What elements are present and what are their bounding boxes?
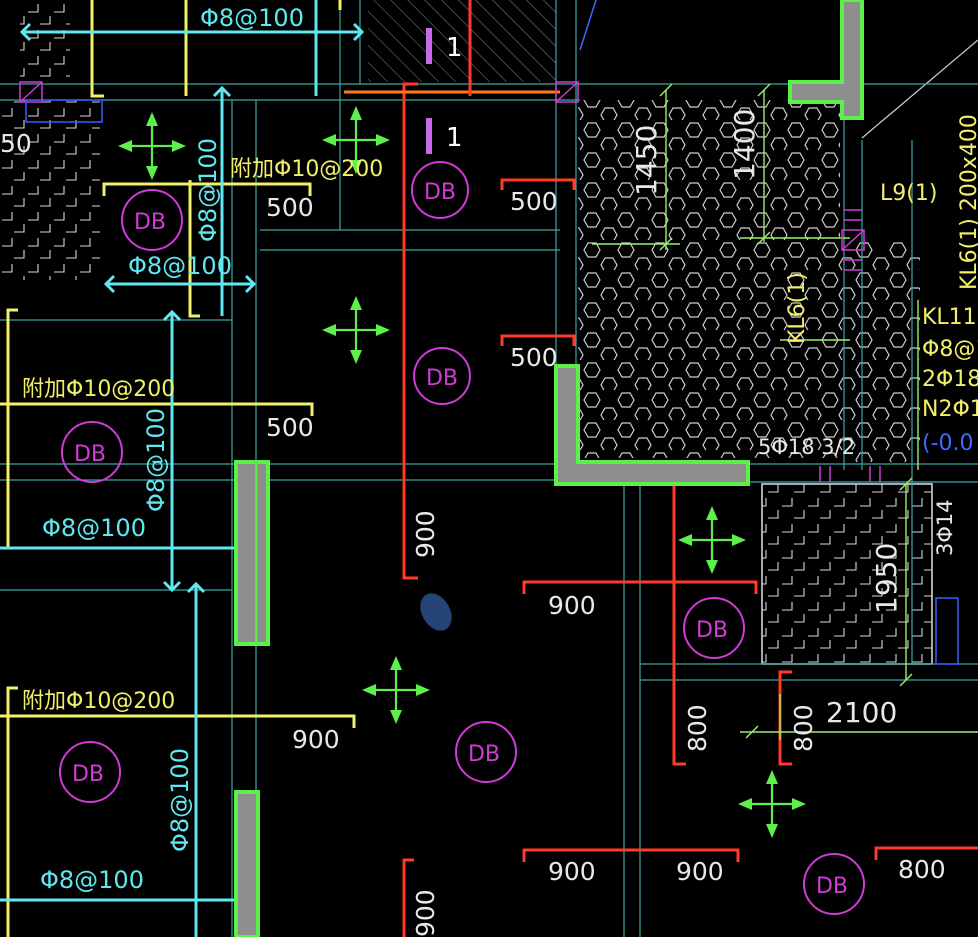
blue-rect-1	[25, 99, 103, 123]
dimension-lines	[592, 83, 978, 740]
column-bottom-left	[234, 790, 260, 937]
beam-label: L9(1)	[880, 181, 937, 206]
length-label: 900	[411, 889, 440, 937]
tile-pattern-top-left-2	[20, 0, 70, 80]
length-label: 500	[266, 413, 314, 442]
rebar-label: Φ8@100	[142, 408, 170, 512]
bidirectional-arrow-5	[360, 654, 432, 726]
section-mark-number: 1	[446, 33, 463, 63]
db-circle-6	[59, 741, 121, 803]
extra-rebar-label: 附加Φ10@200	[230, 157, 383, 182]
db-label: DB	[74, 442, 106, 467]
db-circle-4	[61, 421, 123, 483]
beam-label: KL6(1) 200x400	[957, 114, 978, 290]
columns	[234, 0, 864, 937]
support-rebars	[402, 82, 978, 937]
rebar-label: Φ8@100	[200, 4, 304, 32]
rebar-label: Φ8@100	[128, 252, 232, 280]
diagonal-line	[861, 39, 978, 139]
db-markers	[59, 161, 865, 915]
length-label: 900	[548, 591, 596, 620]
length-label: 900	[676, 857, 724, 886]
beam-label: KL6(1)	[785, 272, 810, 344]
column-mid-left	[234, 460, 270, 646]
column-top-right	[788, 0, 864, 120]
db-circle-1	[121, 189, 183, 251]
bidirectional-arrow-3	[320, 294, 392, 366]
dimension-text: 2100	[826, 696, 897, 729]
db-circle-5	[683, 597, 745, 659]
blue-edge-line	[579, 0, 597, 51]
length-label: 500	[510, 343, 558, 372]
beam-label: 2Φ18	[922, 367, 978, 392]
slab-rebars	[0, 0, 365, 937]
db-label: DB	[72, 762, 104, 787]
length-label: 800	[789, 704, 818, 752]
beam-elevation-label: (-0.0	[922, 431, 974, 456]
connector-marks	[19, 81, 881, 482]
side-rebar-label: 3Φ14	[933, 499, 957, 556]
hatch-area-top	[368, 0, 556, 82]
db-label: DB	[426, 366, 458, 391]
dimension-text: 1450	[630, 125, 663, 196]
extra-rebar-label: 附加Φ10@200	[22, 689, 175, 714]
db-circle-3	[413, 347, 471, 405]
bidirectional-arrow-6	[736, 768, 808, 840]
db-label: DB	[424, 180, 456, 205]
length-label: 900	[292, 725, 340, 754]
length-label: 50	[0, 129, 32, 158]
length-label: 800	[683, 704, 712, 752]
db-label: DB	[468, 742, 500, 767]
bottom-rebar-label: 5Φ18 3/2	[758, 435, 855, 459]
length-label: 500	[510, 187, 558, 216]
tile-pattern-right	[762, 484, 932, 664]
hex-pattern-slab	[578, 100, 840, 458]
length-label: 900	[411, 510, 440, 558]
rebar-label: Φ8@100	[42, 514, 146, 542]
rebar-label: Φ8@100	[40, 866, 144, 894]
dimension-text: 1950	[870, 543, 903, 614]
length-label: 800	[898, 855, 946, 884]
dimension-text: 1400	[728, 109, 761, 180]
section-mark-bar-2	[426, 118, 432, 154]
db-circle-8	[803, 853, 865, 915]
blue-rect-2	[935, 597, 959, 665]
hex-pattern-slab-2	[840, 240, 920, 462]
extra-rebar-label: 附加Φ10@200	[22, 377, 175, 402]
bidirectional-arrow-1	[116, 110, 188, 182]
bidirectional-arrow-4	[676, 504, 748, 576]
length-label: 900	[548, 857, 596, 886]
db-label: DB	[816, 874, 848, 899]
tile-pattern-top-left	[0, 100, 100, 280]
section-mark-bar-1	[426, 28, 432, 64]
column-l-shape	[554, 364, 750, 486]
length-label: 500	[266, 193, 314, 222]
blue-cursor-smudge	[420, 593, 452, 631]
rebar-label: Φ8@100	[194, 138, 222, 242]
beam-label: N2Φ1	[922, 397, 978, 422]
section-mark-number: 1	[446, 123, 463, 153]
db-circle-7	[455, 721, 517, 783]
beam-label: Φ8@1	[922, 337, 978, 362]
db-circle-2	[411, 161, 469, 219]
rebar-label: Φ8@100	[166, 748, 194, 852]
db-label: DB	[134, 210, 166, 235]
db-label: DB	[696, 618, 728, 643]
column-inner-line	[255, 461, 258, 645]
extra-rebars	[0, 0, 356, 937]
beam-label: KL11	[922, 305, 977, 330]
